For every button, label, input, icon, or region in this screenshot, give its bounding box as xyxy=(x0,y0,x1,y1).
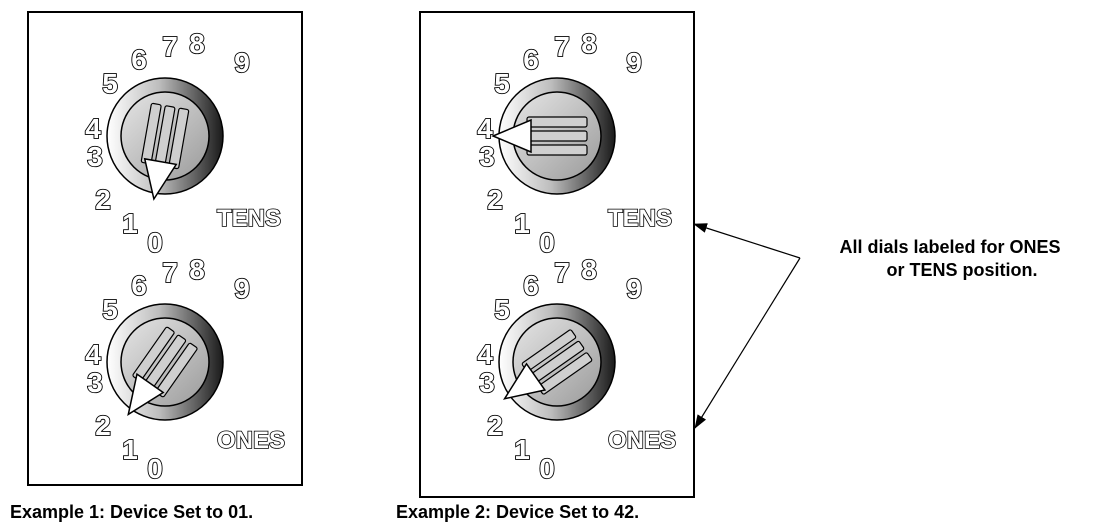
dial-digit-9: 9 xyxy=(234,273,250,304)
dial-digit-0: 0 xyxy=(147,453,163,484)
dial-digit-3: 3 xyxy=(87,367,103,398)
dial-digit-2: 2 xyxy=(487,184,503,215)
dial-digit-6: 6 xyxy=(131,270,147,301)
dial-digit-9: 9 xyxy=(234,47,250,78)
dial-digit-1: 1 xyxy=(514,434,530,465)
dial-digit-5: 5 xyxy=(494,294,510,325)
example1-caption: Example 1: Device Set to 01. xyxy=(10,502,253,522)
example2-ones-label: ONES xyxy=(608,427,676,454)
example1-tens-label: TENS xyxy=(217,205,281,232)
dial-digit-4: 4 xyxy=(85,113,101,144)
dial-digit-2: 2 xyxy=(95,184,111,215)
dial-digit-7: 7 xyxy=(162,31,178,62)
dial-digit-8: 8 xyxy=(189,254,205,285)
dial-digit-3: 3 xyxy=(479,367,495,398)
example2-tens-label: TENS xyxy=(608,205,672,232)
dial-digit-1: 1 xyxy=(514,208,530,239)
dial-digit-2: 2 xyxy=(487,410,503,441)
annotation-line2: or TENS position. xyxy=(887,260,1038,280)
dial-digit-0: 0 xyxy=(147,227,163,258)
dial-pointer xyxy=(127,326,198,417)
dial-digit-3: 3 xyxy=(87,141,103,172)
dial-digit-4: 4 xyxy=(85,339,101,370)
dial-pointer xyxy=(140,102,190,201)
annotation-line1: All dials labeled for ONES xyxy=(839,237,1060,257)
dial-digit-4: 4 xyxy=(477,339,493,370)
dial-digit-7: 7 xyxy=(554,31,570,62)
dial-pointer xyxy=(502,329,593,400)
dial-digit-6: 6 xyxy=(131,44,147,75)
dial-digit-8: 8 xyxy=(581,254,597,285)
example2-caption: Example 2: Device Set to 42. xyxy=(396,502,639,522)
dial-digit-8: 8 xyxy=(189,28,205,59)
dial-digit-3: 3 xyxy=(479,141,495,172)
annotation-arrow-ones xyxy=(694,257,801,429)
dial-digit-6: 6 xyxy=(523,44,539,75)
dial-digit-1: 1 xyxy=(122,208,138,239)
dial-digit-5: 5 xyxy=(102,294,118,325)
dial-digit-8: 8 xyxy=(581,28,597,59)
dial-digit-1: 1 xyxy=(122,434,138,465)
dial-digit-2: 2 xyxy=(95,410,111,441)
dial-digit-0: 0 xyxy=(539,227,555,258)
dial-digit-5: 5 xyxy=(494,68,510,99)
dial-digit-0: 0 xyxy=(539,453,555,484)
dial-digit-7: 7 xyxy=(162,257,178,288)
dial-digit-5: 5 xyxy=(102,68,118,99)
example1-ones-label: ONES xyxy=(217,427,285,454)
dial-digit-9: 9 xyxy=(626,47,642,78)
dial-digit-7: 7 xyxy=(554,257,570,288)
dial-pointer xyxy=(491,116,588,156)
annotation-arrow-tens xyxy=(693,223,801,259)
dial-digit-4: 4 xyxy=(477,113,493,144)
dial-digit-6: 6 xyxy=(523,270,539,301)
dial-digit-9: 9 xyxy=(626,273,642,304)
